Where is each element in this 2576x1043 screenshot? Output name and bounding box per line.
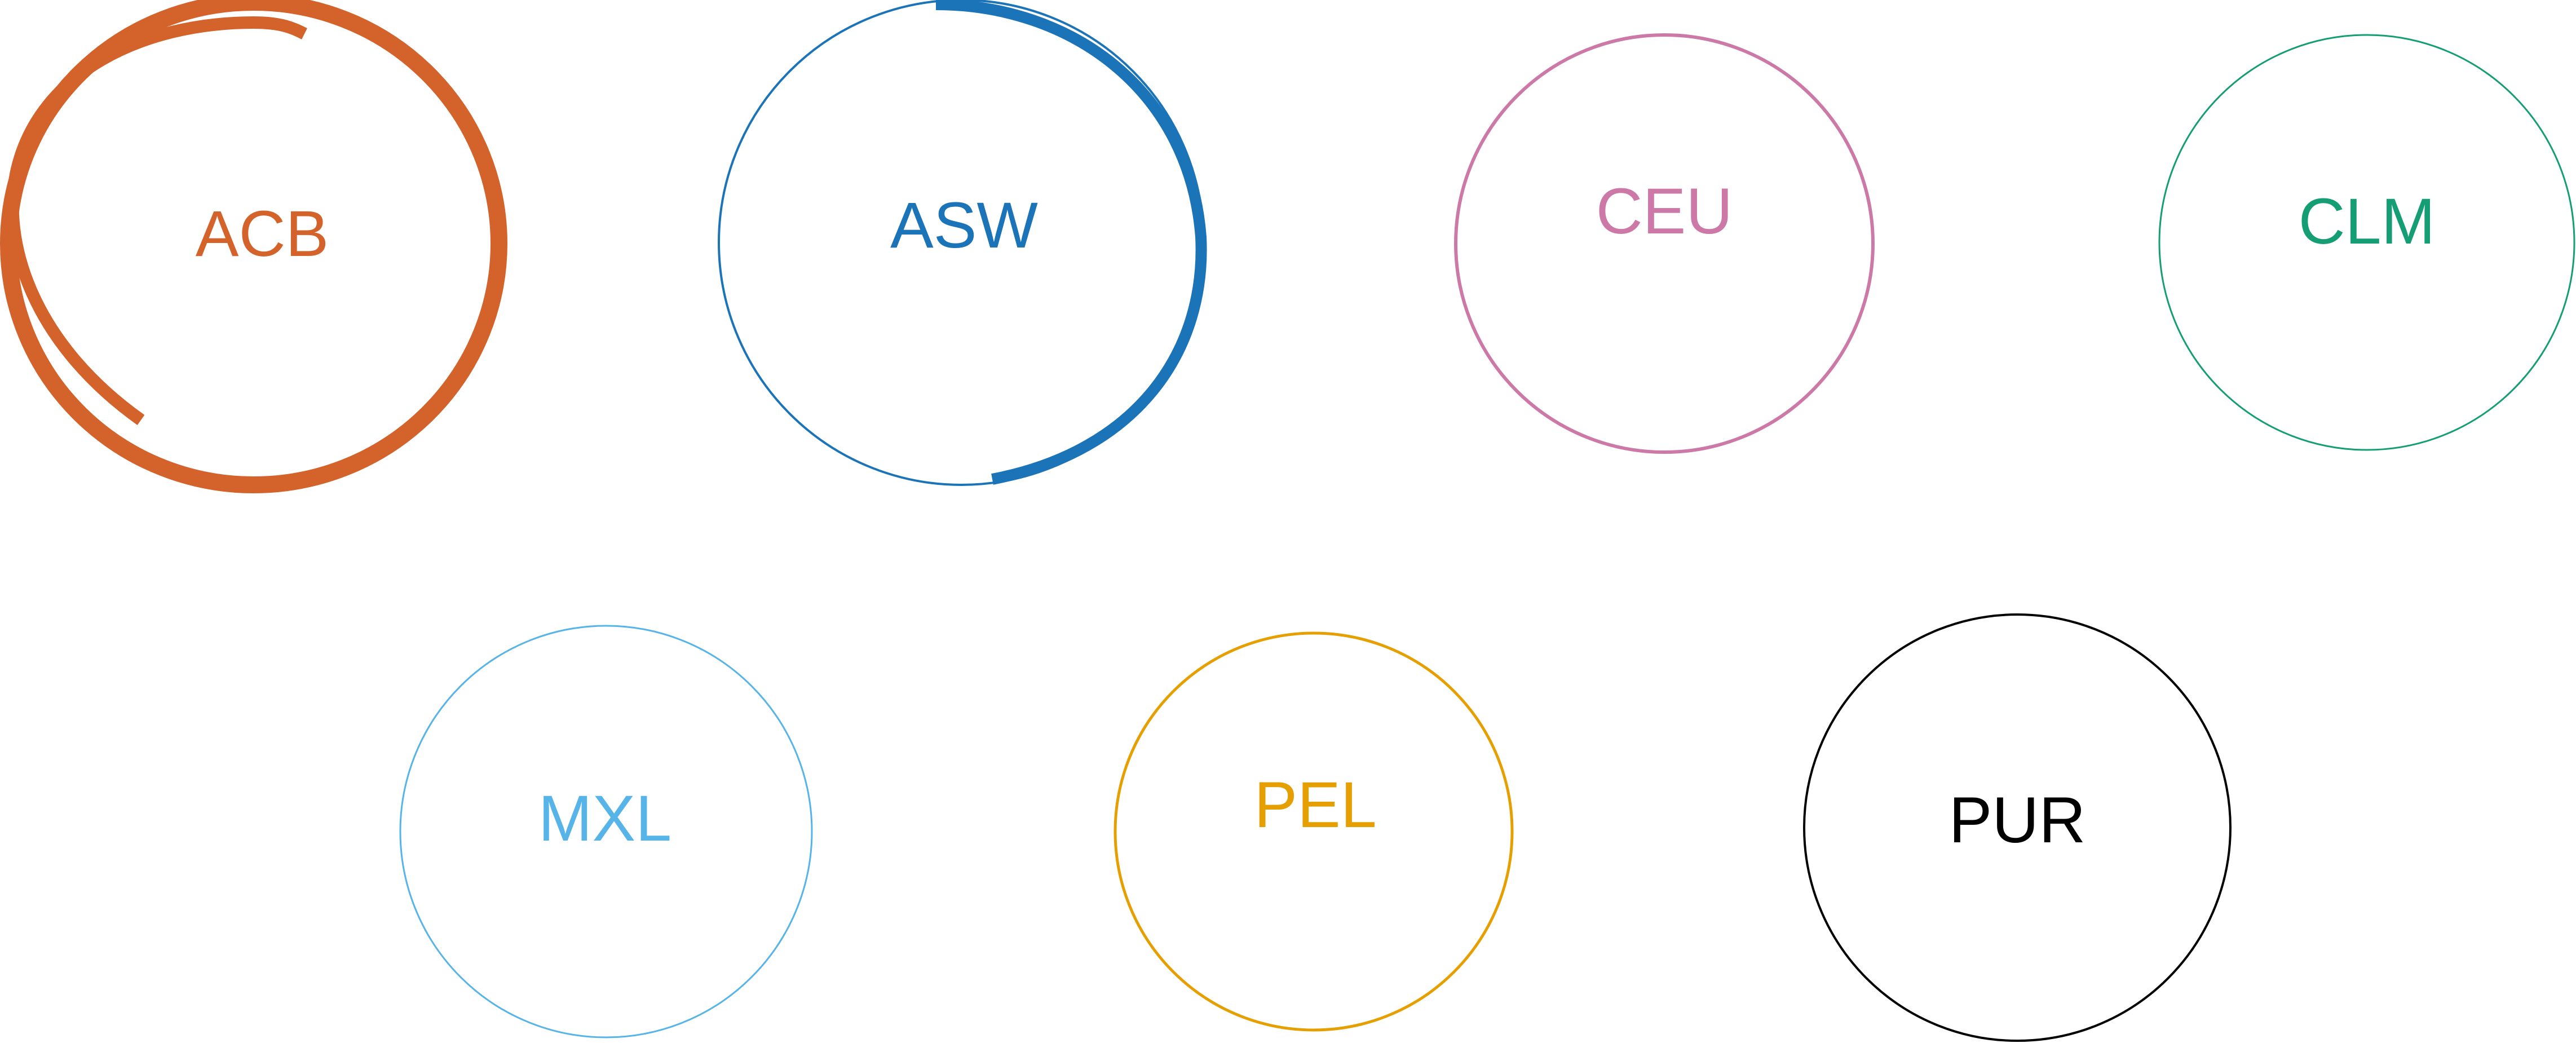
node-ring-pur bbox=[1803, 613, 2232, 1042]
node-label-pel: PEL bbox=[1254, 769, 1376, 841]
node-ceu: CEU bbox=[1454, 33, 1875, 454]
node-label-ceu: CEU bbox=[1596, 175, 1733, 248]
node-label-asw: ASW bbox=[890, 189, 1038, 262]
node-ring-accent-acb bbox=[6, 16, 307, 425]
node-mxl: MXL bbox=[399, 625, 813, 1038]
node-ring-ceu bbox=[1454, 33, 1875, 454]
node-pel: PEL bbox=[1114, 631, 1514, 1032]
node-ring-clm bbox=[2158, 34, 2575, 451]
node-label-mxl: MXL bbox=[538, 783, 671, 855]
node-clm: CLM bbox=[2158, 34, 2575, 451]
node-ring-mxl bbox=[399, 625, 813, 1038]
node-asw: ASW bbox=[718, 0, 1207, 486]
node-ring-pel bbox=[1114, 631, 1514, 1032]
node-label-acb: ACB bbox=[196, 198, 329, 270]
node-label-clm: CLM bbox=[2299, 185, 2436, 258]
node-ring-acb bbox=[0, 0, 507, 493]
node-acb: ACB bbox=[0, 0, 507, 493]
node-pur: PUR bbox=[1803, 613, 2232, 1042]
node-ring-accent-asw bbox=[935, 0, 1207, 485]
node-label-pur: PUR bbox=[1949, 784, 2086, 856]
